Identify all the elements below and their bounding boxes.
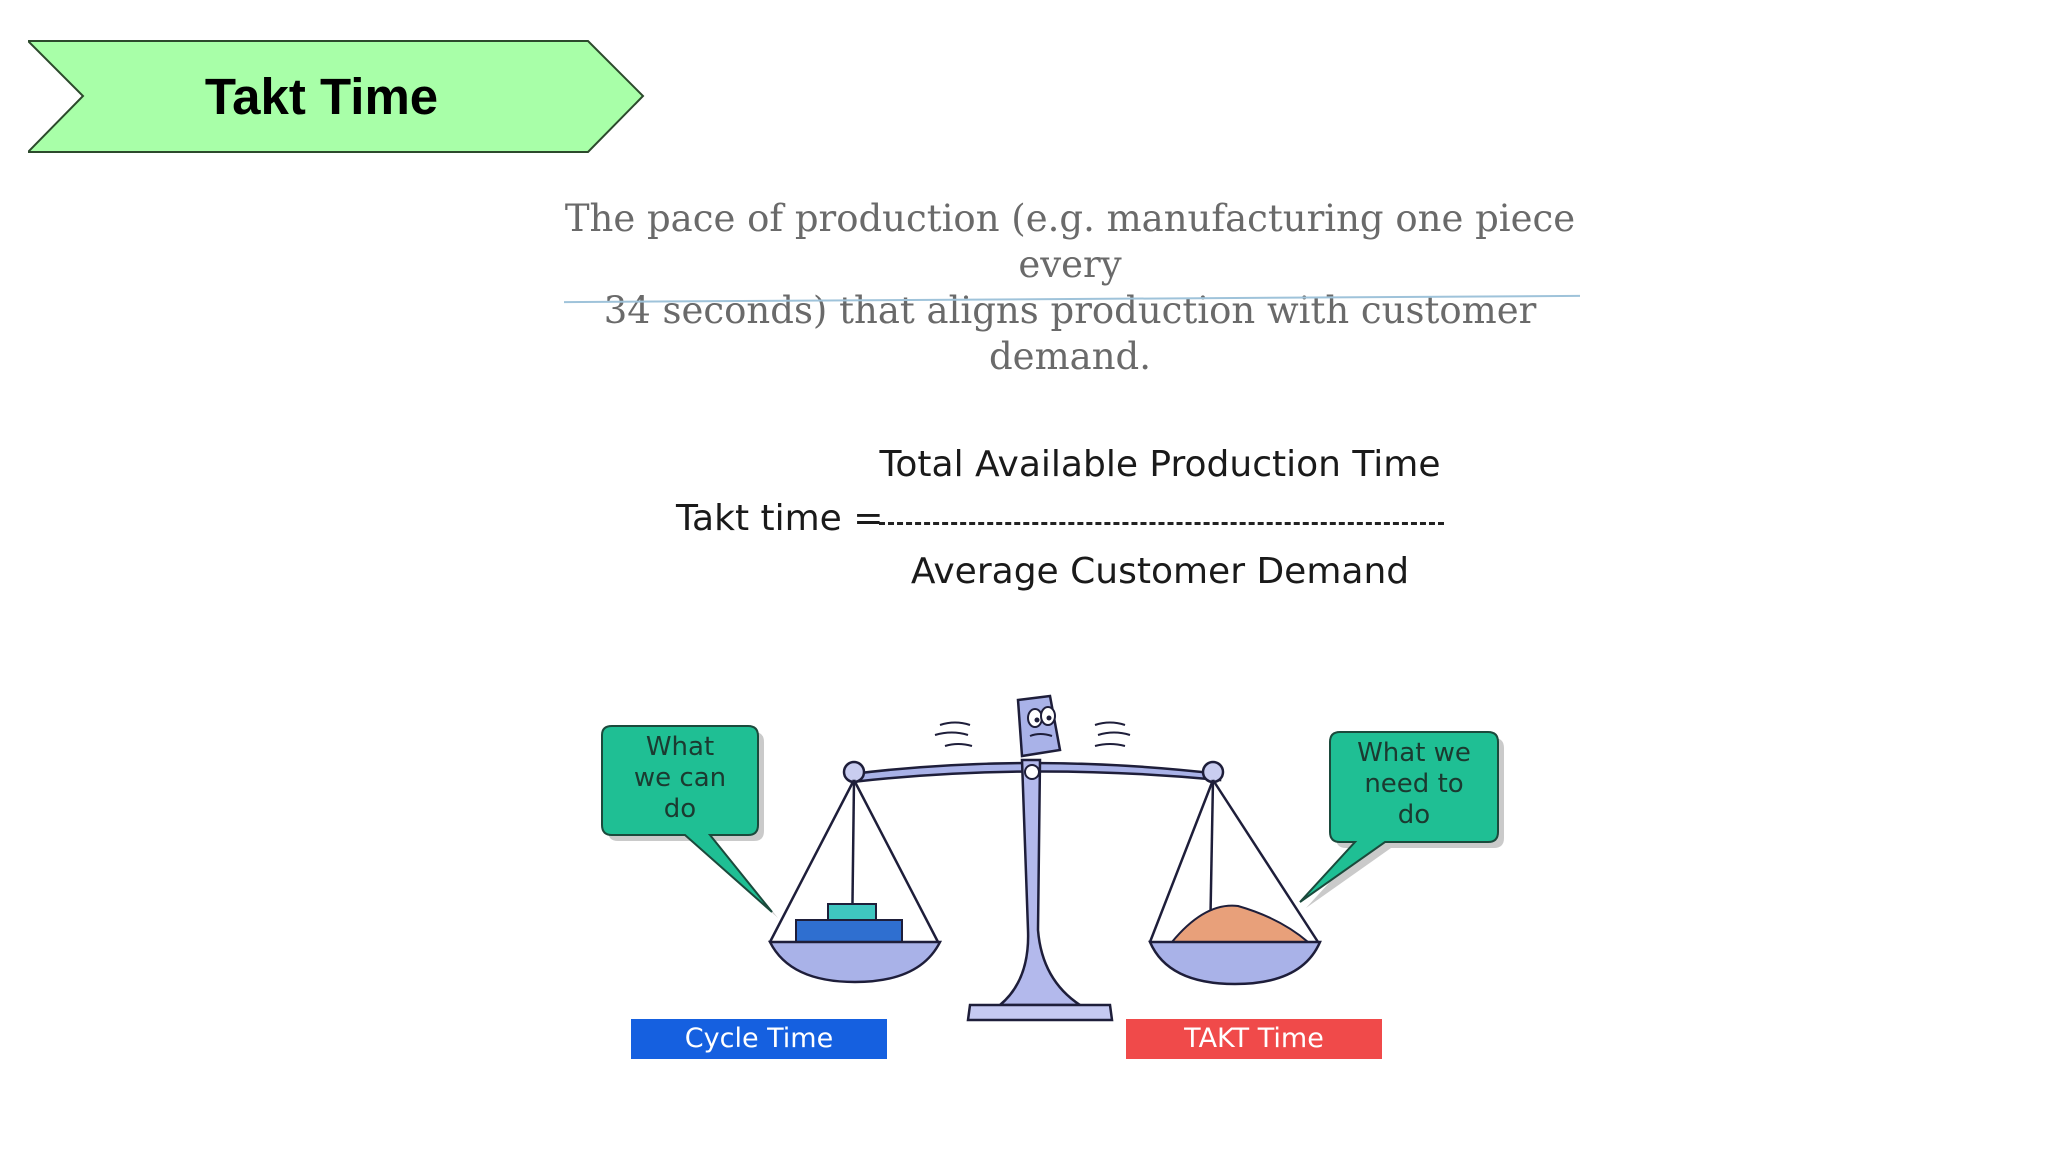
- takt-time-label: TAKT Time: [1126, 1019, 1382, 1059]
- left-speech-bubble: [601, 725, 778, 918]
- cycle-time-label: Cycle Time: [631, 1019, 887, 1059]
- right-speech-bubble: [1299, 731, 1504, 908]
- right-bubble-text: What we need to do: [1357, 738, 1471, 830]
- scale-beam: [842, 760, 1225, 784]
- scale-pillar: [966, 758, 1114, 1022]
- banner-arrow-shape: [28, 40, 645, 153]
- scale-face: [934, 694, 1131, 758]
- formula-numerator: Total Available Production Time: [879, 444, 1441, 485]
- left-pan: [767, 779, 943, 984]
- right-pan: [1148, 779, 1322, 986]
- formula-lhs: Takt time =: [676, 498, 884, 539]
- page-title: Takt Time: [204, 68, 439, 125]
- title-banner: Takt Time: [28, 40, 645, 153]
- balance-scale-icon: [601, 694, 1504, 1022]
- balance-scale-illustration: What we can do What we need to do: [590, 680, 1510, 1080]
- formula-denominator: Average Customer Demand: [910, 551, 1410, 592]
- formula-fraction-bar: [879, 522, 1444, 525]
- definition-line-1: The pace of production (e.g. manufacturi…: [564, 197, 1576, 286]
- left-bubble-text: What we can do: [633, 732, 727, 824]
- definition-text: The pace of production (e.g. manufacturi…: [550, 196, 1590, 380]
